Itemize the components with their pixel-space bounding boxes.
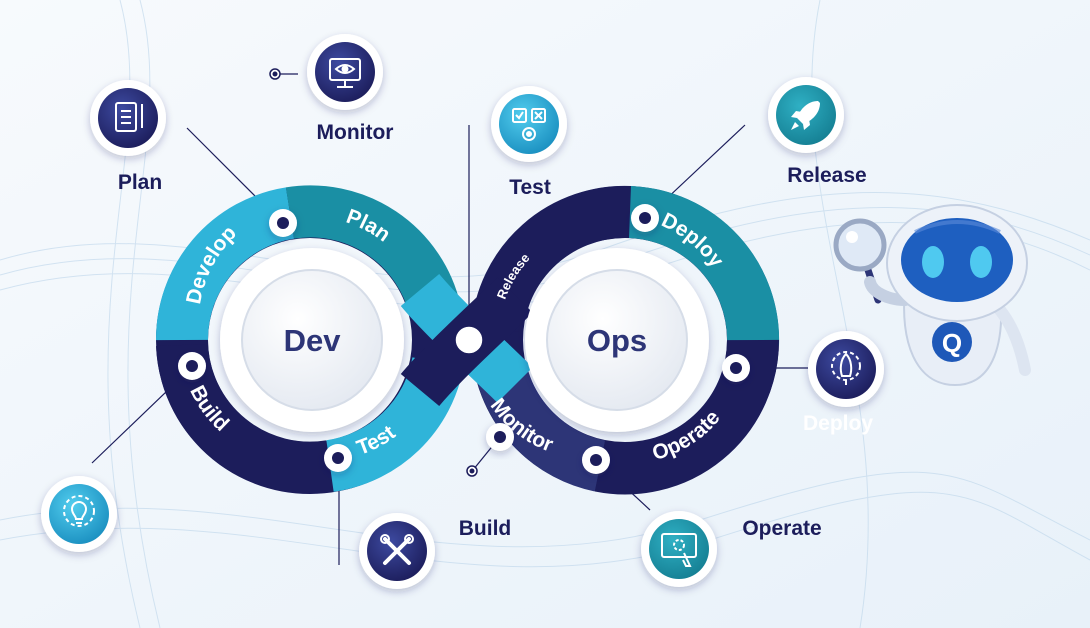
node-release <box>631 204 659 232</box>
node-deploy <box>722 354 750 382</box>
ops-hub: Ops <box>525 248 709 432</box>
node-monitor-ring-end <box>466 465 478 477</box>
dev-hub: Dev <box>220 248 404 432</box>
wrench-screwdriver-icon <box>380 534 414 565</box>
node-build <box>324 444 352 472</box>
callout-deploy-label: Deploy <box>803 412 873 435</box>
callout-release-label: Release <box>787 164 866 187</box>
clipboard-list-icon <box>115 102 143 132</box>
callout-develop <box>41 476 117 552</box>
robot-badge: Q <box>942 328 962 358</box>
node-center <box>454 325 484 355</box>
node-monitor-end <box>269 68 281 80</box>
node-operate <box>582 446 610 474</box>
callout-operate: Operate <box>641 511 822 587</box>
dev-hub-label: Dev <box>284 323 342 358</box>
callout-plan: Plan <box>90 80 166 194</box>
lightbulb-gear-icon <box>63 495 95 527</box>
checklist-gear-icon <box>512 108 546 141</box>
node-develop <box>178 352 206 380</box>
callout-build-label: Build <box>459 517 512 540</box>
callout-deploy: Deploy <box>803 331 884 435</box>
ring-nodes <box>178 68 750 477</box>
rocket-gear-icon <box>831 351 861 385</box>
node-monitor <box>486 423 514 451</box>
ops-hub-label: Ops <box>587 323 647 358</box>
callout-monitor-label: Monitor <box>317 121 394 144</box>
callout-test-label: Test <box>509 176 551 199</box>
callout-test: Test <box>491 86 567 199</box>
callout-monitor: Monitor <box>307 34 393 144</box>
callout-plan-label: Plan <box>118 171 162 194</box>
monitor-eye-icon <box>329 58 361 88</box>
callout-build: Build <box>359 513 511 589</box>
robot-mascot-icon: Q <box>833 204 1031 387</box>
develop-segment <box>155 187 295 341</box>
callout-release: Release <box>768 77 867 187</box>
operate-screen-icon <box>661 533 697 567</box>
rocket-icon <box>791 101 820 130</box>
callout-operate-label: Operate <box>742 517 821 540</box>
node-plan <box>269 209 297 237</box>
